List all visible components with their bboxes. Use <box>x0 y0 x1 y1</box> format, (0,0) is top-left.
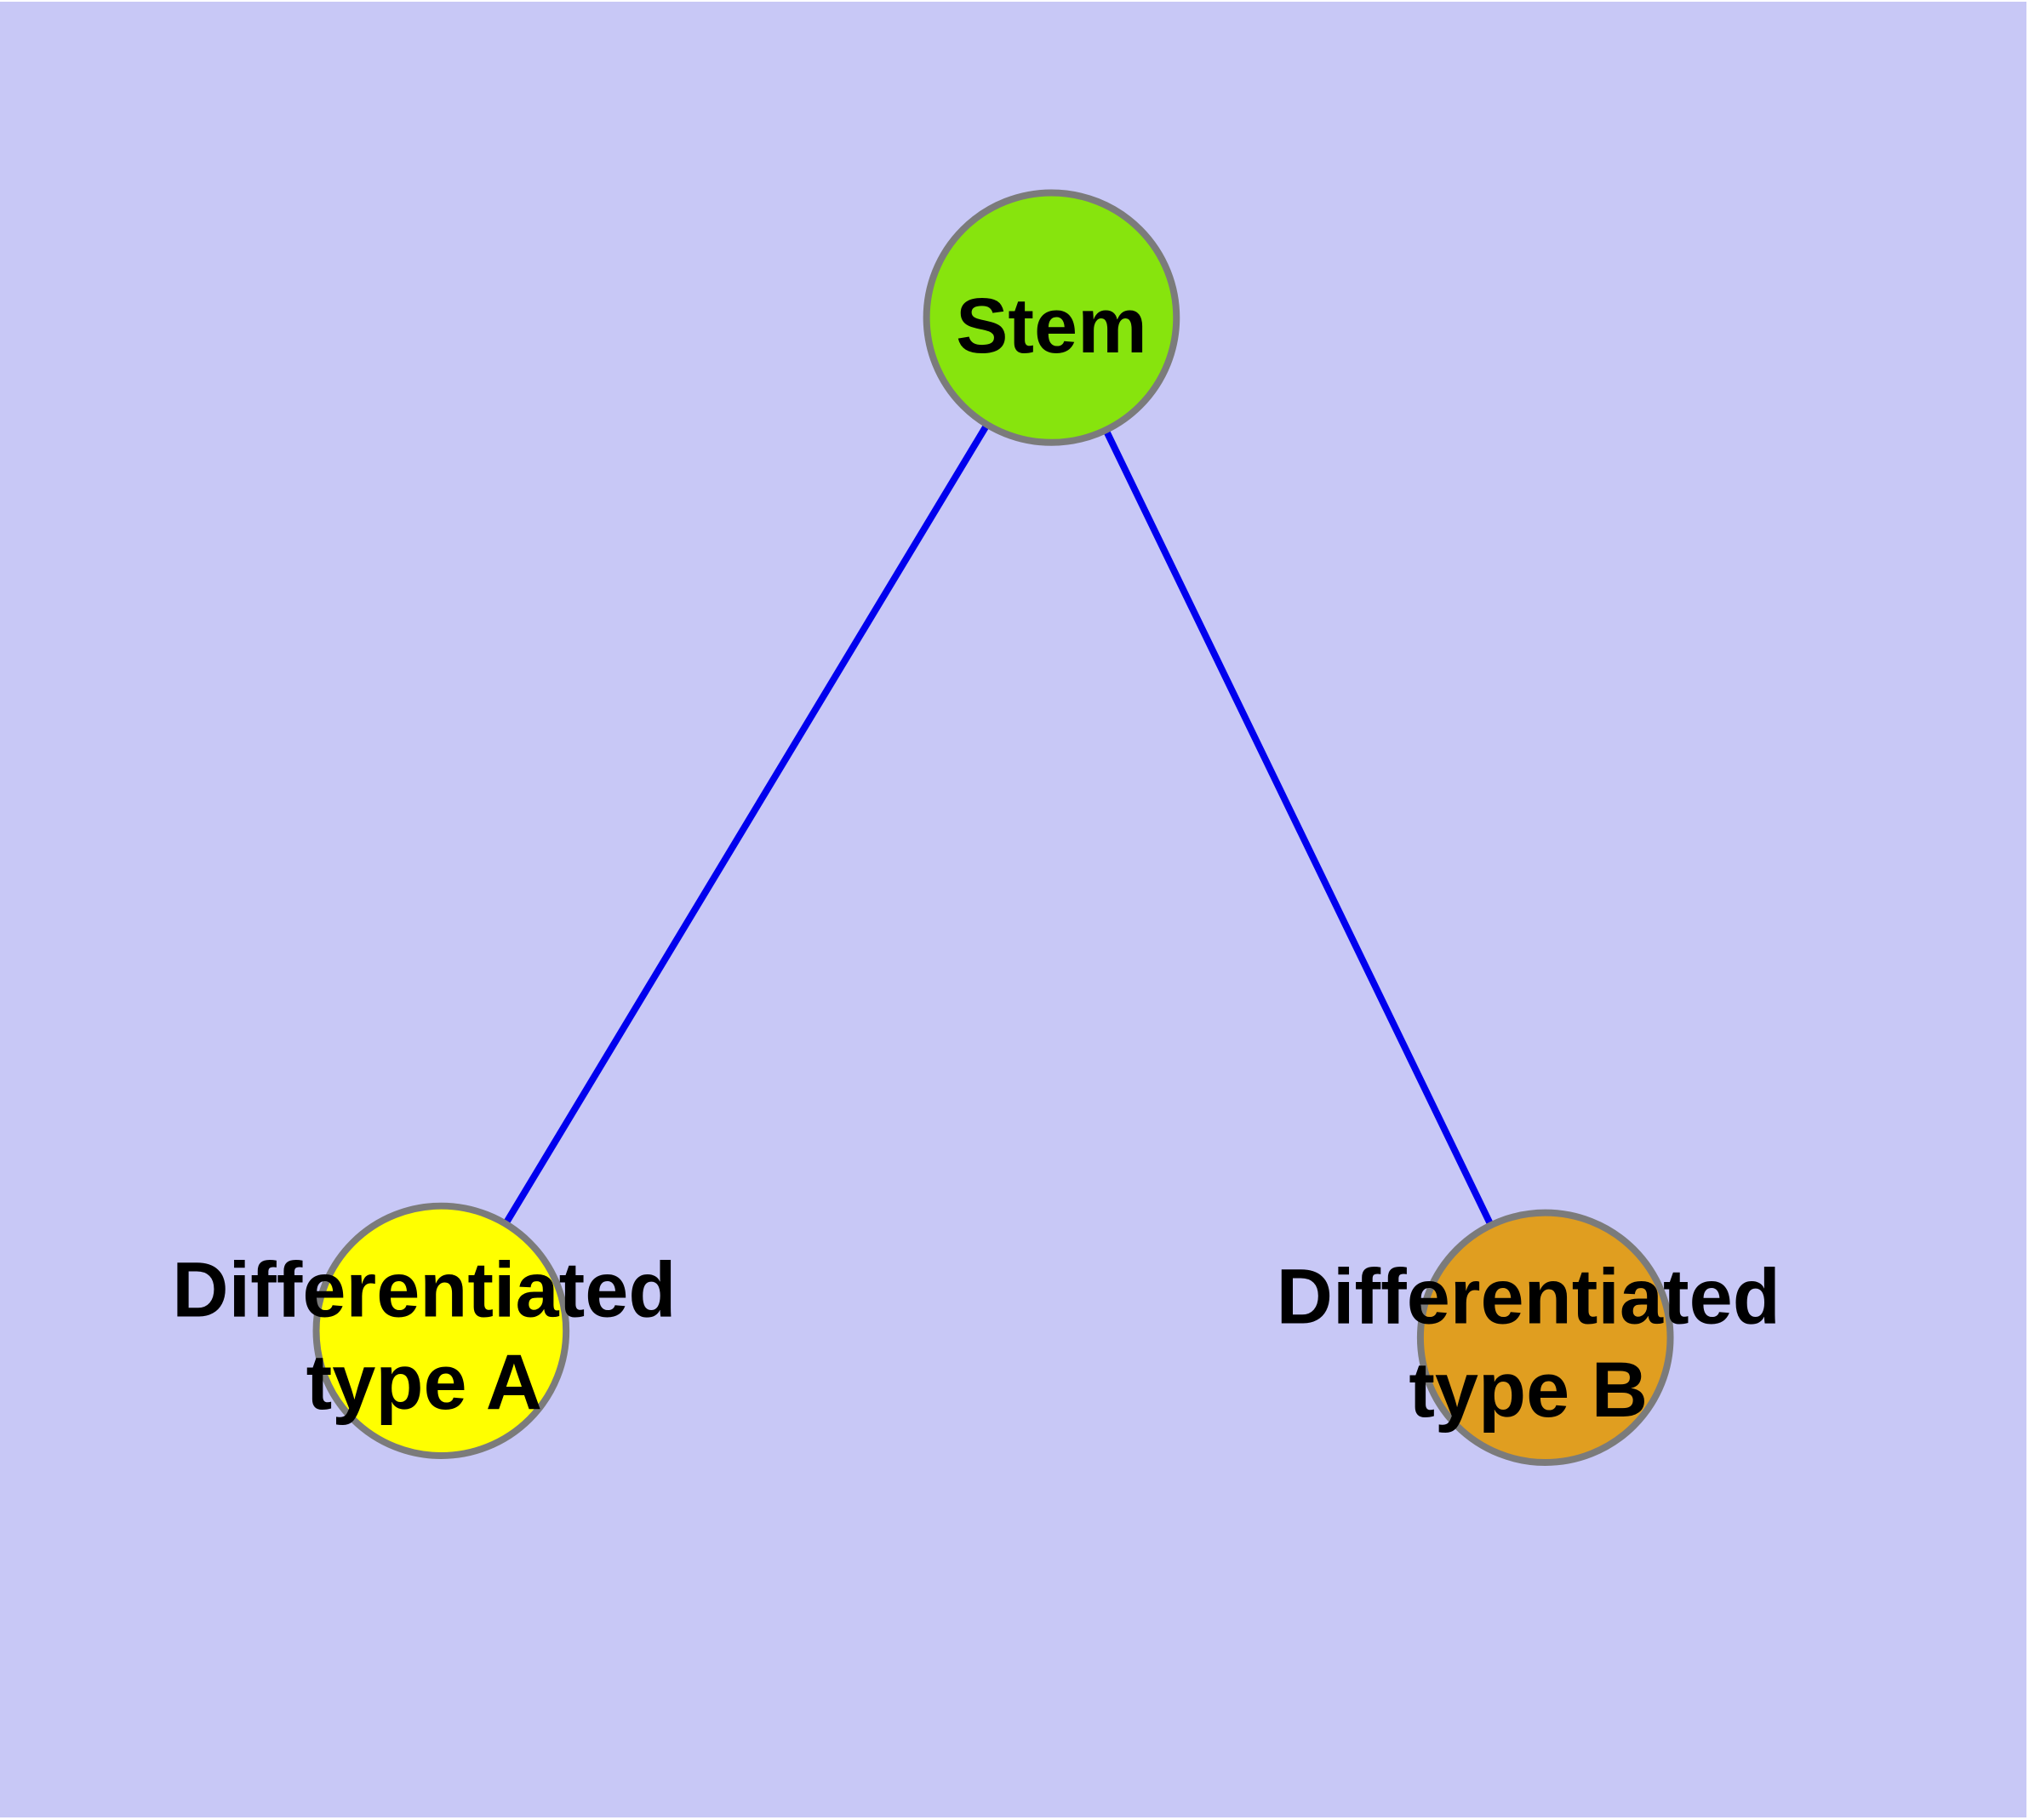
node-stem-label: Stem <box>956 283 1147 369</box>
node-type-b-label-line1: Differentiated <box>1277 1253 1780 1340</box>
edge-stem-to-type-a <box>437 316 1055 1333</box>
node-type-b-label-line2: type B <box>1409 1347 1648 1434</box>
node-stem[interactable] <box>923 189 1180 446</box>
node-type-a-label-line2: type A <box>306 1339 542 1426</box>
node-type-a-label-line1: Differentiated <box>172 1246 676 1333</box>
node-differentiated-type-a[interactable] <box>312 1202 570 1459</box>
edge-stem-to-type-b <box>1048 316 1549 1340</box>
node-differentiated-type-b[interactable] <box>1416 1209 1674 1466</box>
